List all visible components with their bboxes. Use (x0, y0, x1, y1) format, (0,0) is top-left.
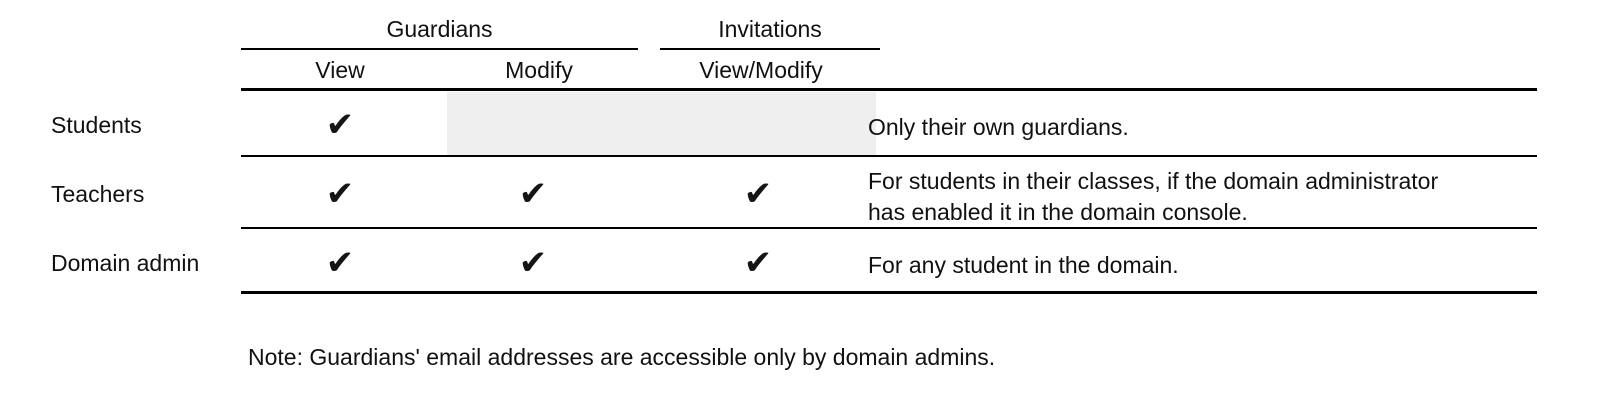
group-header-guardians-rule (241, 48, 638, 50)
group-header-guardians: Guardians (386, 16, 493, 42)
row-description-students: Only their own guardians. (868, 114, 1129, 140)
column-header-view: View (315, 57, 365, 83)
row-description-teachers: For students in their classes, if the do… (868, 168, 1439, 225)
checkmark-icon: ✔ (743, 174, 773, 214)
table-row-rule-2 (241, 227, 1537, 229)
checkmark-icon: ✔ (743, 243, 773, 283)
checkmark-icon: ✔ (325, 243, 355, 283)
table-row-rule-1 (241, 155, 1537, 157)
table-bottom-rule (241, 291, 1537, 294)
checkmark-icon: ✔ (325, 105, 355, 145)
table-footnote: Note: Guardians' email addresses are acc… (248, 344, 996, 370)
row-label-teachers: Teachers (51, 181, 145, 207)
row-description-domain-admin: For any student in the domain. (868, 252, 1179, 278)
column-header-modify: Modify (505, 57, 573, 83)
group-header-invitations: Invitations (718, 16, 822, 42)
checkmark-icon: ✔ (325, 174, 355, 214)
checkmark-icon: ✔ (518, 174, 548, 214)
row-label-students: Students (51, 112, 142, 138)
cell-not-applicable-shade (447, 92, 876, 155)
column-header-view-modify: View/Modify (699, 57, 823, 83)
checkmark-icon: ✔ (518, 243, 548, 283)
row-label-domain-admin: Domain admin (51, 250, 200, 276)
group-header-invitations-rule (660, 48, 880, 50)
table-header-rule (241, 88, 1537, 91)
